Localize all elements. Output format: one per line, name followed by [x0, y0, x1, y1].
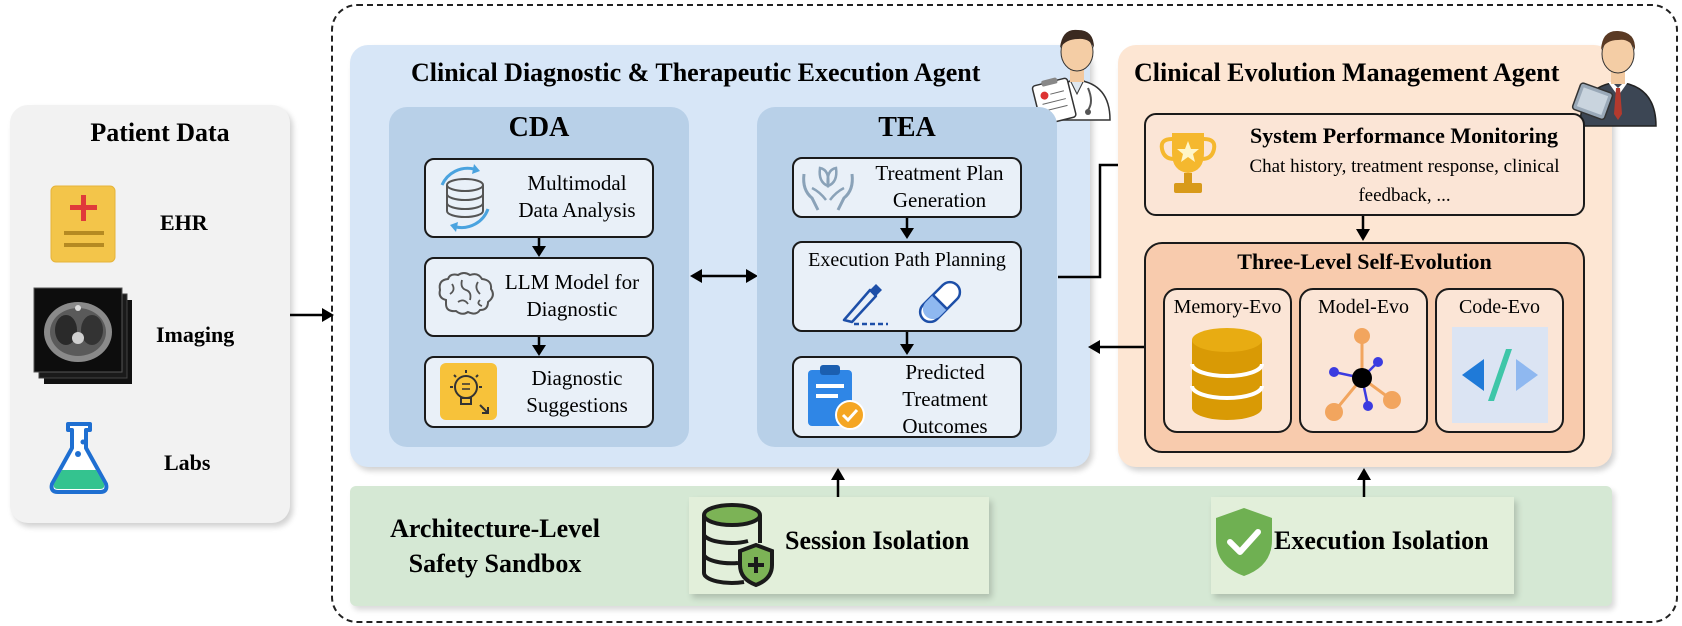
code-evo-label: Code-Evo	[1458, 296, 1541, 318]
database-sync-icon	[430, 163, 500, 233]
cdte-agent-title: Clinical Diagnostic & Therapeutic Execut…	[411, 58, 981, 87]
network-graph-icon	[1322, 324, 1406, 424]
model-evo-label: Model-Evo	[1317, 296, 1410, 318]
doctor-avatar-icon	[1030, 22, 1125, 126]
database-stack-icon	[1190, 326, 1264, 422]
tea-step-2-label: Execution Path Planning	[808, 249, 1006, 271]
labs-label: Labs	[164, 450, 211, 475]
patient-to-system-arrow	[290, 308, 334, 322]
ct-scan-icon	[33, 287, 134, 384]
session-isolation-label: Session Isolation	[785, 526, 970, 555]
monitoring-to-evolution-arrow	[1356, 216, 1370, 241]
trophy-icon	[1158, 129, 1218, 199]
ehr-label: EHR	[160, 210, 208, 235]
ehr-document-icon	[50, 185, 116, 263]
brain-icon	[436, 272, 496, 318]
cda-arrow-1	[532, 238, 546, 257]
evolution-to-cdte-arrow	[1088, 340, 1144, 354]
hands-plant-icon	[800, 160, 856, 214]
cda-step-multimodal-analysis	[424, 158, 654, 238]
cda-tea-bidirectional-arrow	[690, 269, 758, 283]
tea-title: TEA	[878, 112, 936, 143]
system-boundary	[331, 4, 1678, 623]
lab-flask-icon	[48, 420, 110, 494]
cda-step-llm-model	[424, 257, 654, 337]
monitoring-description: Chat history, treatment response, clinic…	[1249, 156, 1560, 206]
imaging-label: Imaging	[156, 322, 235, 347]
tea-arrow-2	[900, 332, 914, 355]
monitoring-title: System Performance Monitoring	[1250, 123, 1558, 148]
performance-monitoring-box	[1144, 113, 1585, 216]
memory-evo-label: Memory-Evo	[1173, 296, 1282, 318]
sandbox-title: Architecture-Level Safety Sandbox	[390, 514, 600, 578]
cda-step-2-label: LLM Model for Diagnostic	[504, 270, 640, 321]
sandbox-to-cem-arrow	[1357, 468, 1371, 497]
patient-data-title: Patient Data	[90, 118, 230, 147]
cda-step-1-label: Multimodal Data Analysis	[518, 171, 636, 222]
tea-step-3-label: Predicted Treatment Outcomes	[902, 360, 988, 438]
cda-title: CDA	[508, 112, 570, 143]
tea-step-1-label: Treatment Plan Generation	[875, 161, 1004, 212]
cda-arrow-2	[532, 337, 546, 356]
database-shield-icon	[700, 503, 774, 588]
tea-arrow-1	[900, 218, 914, 239]
manager-avatar-icon	[1570, 24, 1666, 127]
sandbox-to-cdte-arrow	[831, 468, 845, 497]
self-evolution-title: Three-Level Self-Evolution	[1237, 249, 1492, 274]
code-icon	[1452, 327, 1548, 423]
scalpel-pill-icon	[840, 280, 970, 326]
cem-agent-title: Clinical Evolution Management Agent	[1134, 58, 1560, 87]
tea-step-execution-path	[792, 241, 1022, 332]
tea-step-treatment-plan	[792, 157, 1022, 218]
cda-step-3-label: Diagnostic Suggestions	[526, 366, 628, 417]
execution-isolation-label: Execution Isolation	[1274, 526, 1489, 555]
shield-check-icon	[1214, 506, 1274, 578]
lightbulb-icon	[440, 363, 497, 420]
clipboard-check-icon	[806, 364, 866, 430]
